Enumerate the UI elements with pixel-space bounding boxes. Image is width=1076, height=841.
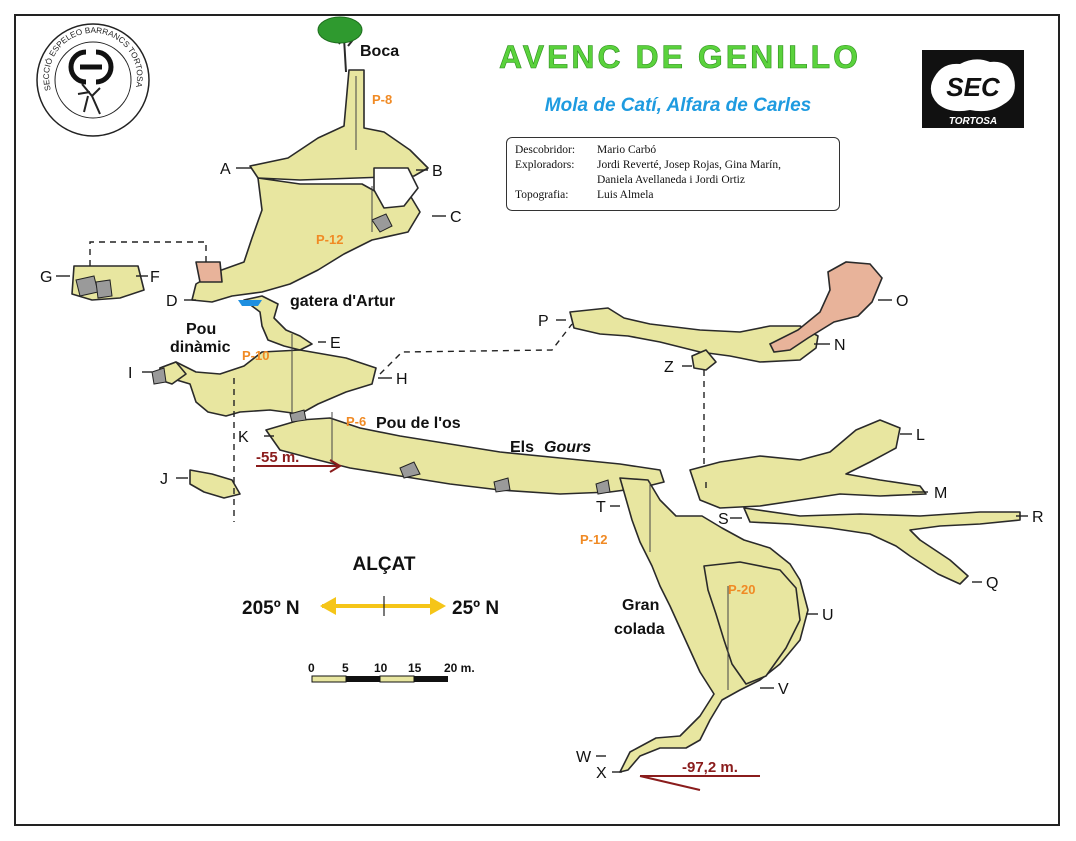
- orientation-indicator: ALÇAT 205º N 25º N: [242, 554, 499, 619]
- scale-tick-5: 5: [342, 661, 349, 675]
- section-Z: Z: [664, 359, 674, 376]
- section-M: M: [934, 485, 947, 502]
- credits-key: Topografia:: [515, 189, 569, 201]
- upper-chamber: [768, 261, 883, 353]
- label-els: Els: [510, 439, 534, 456]
- label-pou-dinamic-2: dinàmic: [170, 339, 231, 356]
- section-E: E: [330, 335, 341, 352]
- pitch-p6: P-6: [346, 414, 366, 429]
- credits-key: Exploradors:: [515, 159, 575, 171]
- section-S: S: [718, 511, 729, 528]
- section-Q: Q: [986, 575, 998, 592]
- pitch-p20: P-20: [728, 582, 755, 597]
- credits-value: Daniela Avellaneda i Jordi Ortiz: [597, 174, 745, 186]
- connection-lines: [89, 241, 707, 522]
- label-gours: Gours: [544, 439, 591, 456]
- water-pool: [238, 300, 262, 306]
- section-R: R: [1032, 509, 1044, 526]
- label-pou-dinamic-1: Pou: [186, 321, 216, 338]
- credits-key: [515, 173, 597, 188]
- credits-row: Descobridor: Mario Carbó: [515, 143, 831, 158]
- pitch-p12-upper: P-12: [316, 232, 343, 247]
- section-V: V: [778, 681, 789, 698]
- section-J: J: [160, 471, 168, 488]
- credits-row: Exploradors: Jordi Reverté, Josep Rojas, …: [515, 158, 831, 173]
- section-X: X: [596, 765, 607, 782]
- pitch-p8: P-8: [372, 92, 392, 107]
- label-gran: Gran: [622, 597, 659, 614]
- section-A: A: [220, 161, 231, 178]
- credits-value: Jordi Reverté, Josep Rojas, Gina Marín,: [597, 159, 781, 171]
- section-O: O: [896, 293, 908, 310]
- orientation-right: 25º N: [452, 598, 499, 619]
- tree-icon: [317, 16, 363, 73]
- cave-passages: [71, 69, 1021, 773]
- credits-value: Luis Almela: [597, 189, 654, 201]
- depth-55: -55 m.: [256, 449, 299, 466]
- label-boca: Boca: [360, 43, 399, 60]
- orientation-title: ALÇAT: [353, 554, 416, 575]
- logo-monogram: SEC: [946, 72, 1001, 102]
- label-pou-os: Pou de l'os: [376, 415, 461, 432]
- credits-box: Descobridor: Mario Carbó Exploradors: Jord…: [506, 137, 840, 211]
- credits-row: Topografia: Luis Almela: [515, 188, 831, 203]
- credits-key: Descobridor:: [515, 144, 576, 156]
- scale-tick-0: 0: [308, 661, 315, 675]
- section-G: G: [40, 269, 52, 286]
- depth-markers: [256, 459, 760, 791]
- label-gatera: gatera d'Artur: [290, 293, 395, 310]
- section-U: U: [822, 607, 834, 624]
- orientation-left: 205º N: [242, 598, 300, 619]
- section-B: B: [432, 163, 443, 180]
- scale-bar: 0 5 10 15 20 m.: [308, 661, 475, 683]
- club-logo-left: SECCIÓ ESPELEO BARRANCS TORTOSA: [36, 23, 150, 137]
- pitch-p10: P-10: [242, 348, 269, 363]
- section-N: N: [834, 337, 846, 354]
- scale-tick-20: 20 m.: [444, 661, 475, 675]
- depth-97: -97,2 m.: [682, 759, 738, 776]
- section-P: P: [538, 313, 549, 330]
- map-subtitle: Mola de Catí, Alfara de Carles: [545, 95, 811, 116]
- section-K: K: [238, 429, 249, 446]
- scale-tick-15: 15: [408, 661, 422, 675]
- label-colada: colada: [614, 621, 665, 638]
- section-T: T: [596, 499, 606, 516]
- section-W: W: [576, 749, 592, 766]
- club-logo-right: SEC TORTOSA: [922, 50, 1024, 128]
- map-title: AVENC DE GENILLO: [499, 39, 861, 75]
- section-F: F: [150, 269, 160, 286]
- section-I: I: [128, 365, 132, 382]
- section-D: D: [166, 293, 178, 310]
- rope-lines: [291, 76, 729, 690]
- section-L: L: [916, 427, 925, 444]
- section-H: H: [396, 371, 408, 388]
- credits-row: Daniela Avellaneda i Jordi Ortiz: [515, 173, 831, 188]
- logo-tortosa: TORTOSA: [949, 116, 997, 127]
- section-leaders: [56, 167, 1028, 773]
- pitch-p12-lower: P-12: [580, 532, 607, 547]
- section-C: C: [450, 209, 462, 226]
- scale-tick-10: 10: [374, 661, 388, 675]
- credits-value: Mario Carbó: [597, 144, 657, 156]
- rock-blocks: [75, 213, 611, 495]
